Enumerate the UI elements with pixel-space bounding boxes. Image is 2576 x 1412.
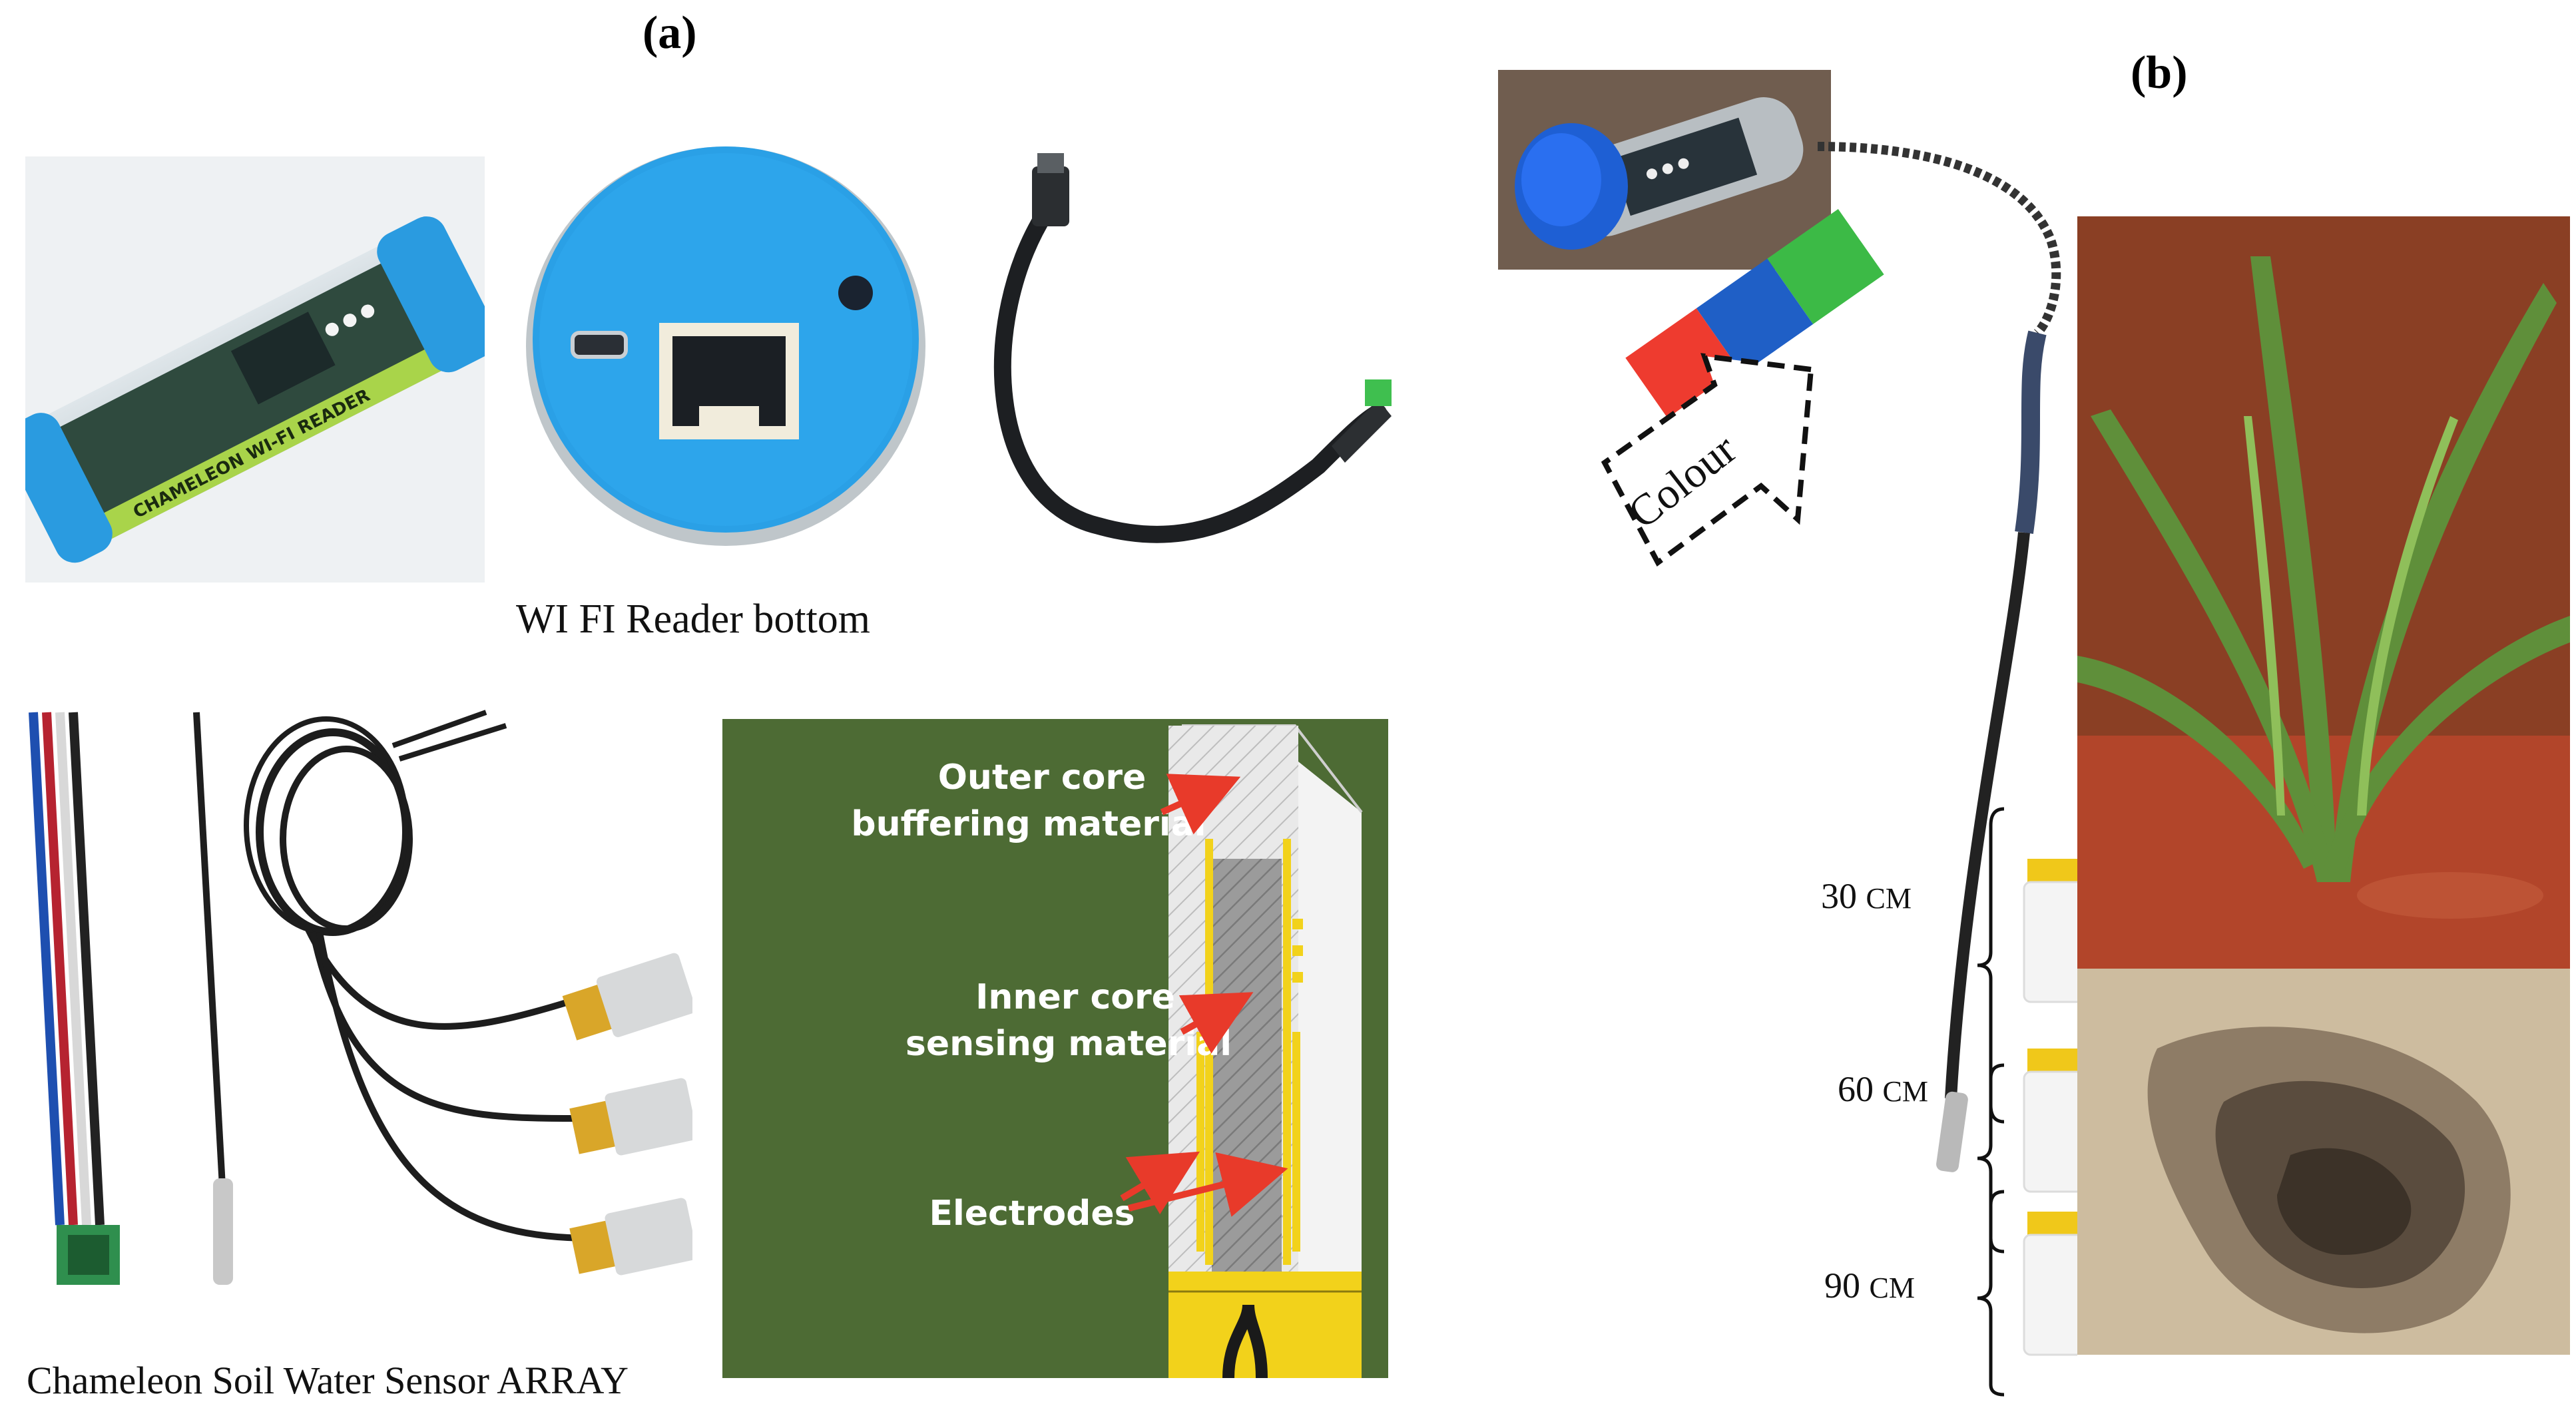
panel-a-label: (a) [643, 7, 697, 59]
colour-arrow: Colour [1601, 353, 1814, 567]
depth-label-30: 30 CM [1821, 876, 1912, 916]
soil-hole-photo [2077, 969, 2570, 1355]
caption-sensor-array: Chameleon Soil Water Sensor ARRAY [27, 1359, 629, 1402]
sensor-30cm [2023, 859, 2077, 1003]
label-inner-core-line2: sensing material [905, 1024, 1232, 1064]
arrow-electrode-left [1120, 1151, 1200, 1215]
sensor-60cm [2023, 1049, 2077, 1193]
label-inner-core-line1: Inner core [975, 977, 1175, 1017]
reader-photo-b [1498, 70, 1831, 270]
deployment-diagram: Colour [1601, 142, 2077, 1397]
depth-label-60: 60 CM [1838, 1069, 1928, 1109]
cable-photo [972, 153, 1392, 579]
sensor-schematic: Outer core buffering material Inner core… [722, 719, 1388, 1378]
panel-b-label: (b) [2131, 47, 2188, 99]
label-outer-core-line1: Outer core [938, 758, 1147, 798]
depth-label-90: 90 CM [1824, 1266, 1915, 1305]
caption-wifi-reader-bottom: WI FI Reader bottom [516, 596, 871, 642]
colour-swatches [1625, 208, 1884, 423]
wifi-reader-bottom-photo [506, 126, 945, 559]
label-outer-core-line2: buffering material [851, 804, 1206, 844]
sensor-90cm [2023, 1212, 2077, 1356]
sensor-array-photo [20, 706, 692, 1311]
arrow-electrode-right [1127, 1152, 1288, 1217]
arrow-outer-core [1160, 774, 1241, 835]
arrow-inner-core [1178, 992, 1254, 1054]
brace-90cm [1977, 1190, 2005, 1397]
crop-field-photo [2077, 216, 2570, 969]
wifi-reader-tube-photo: CHAMELEON WI-FI READER [25, 156, 485, 583]
label-electrodes: Electrodes [929, 1194, 1135, 1234]
